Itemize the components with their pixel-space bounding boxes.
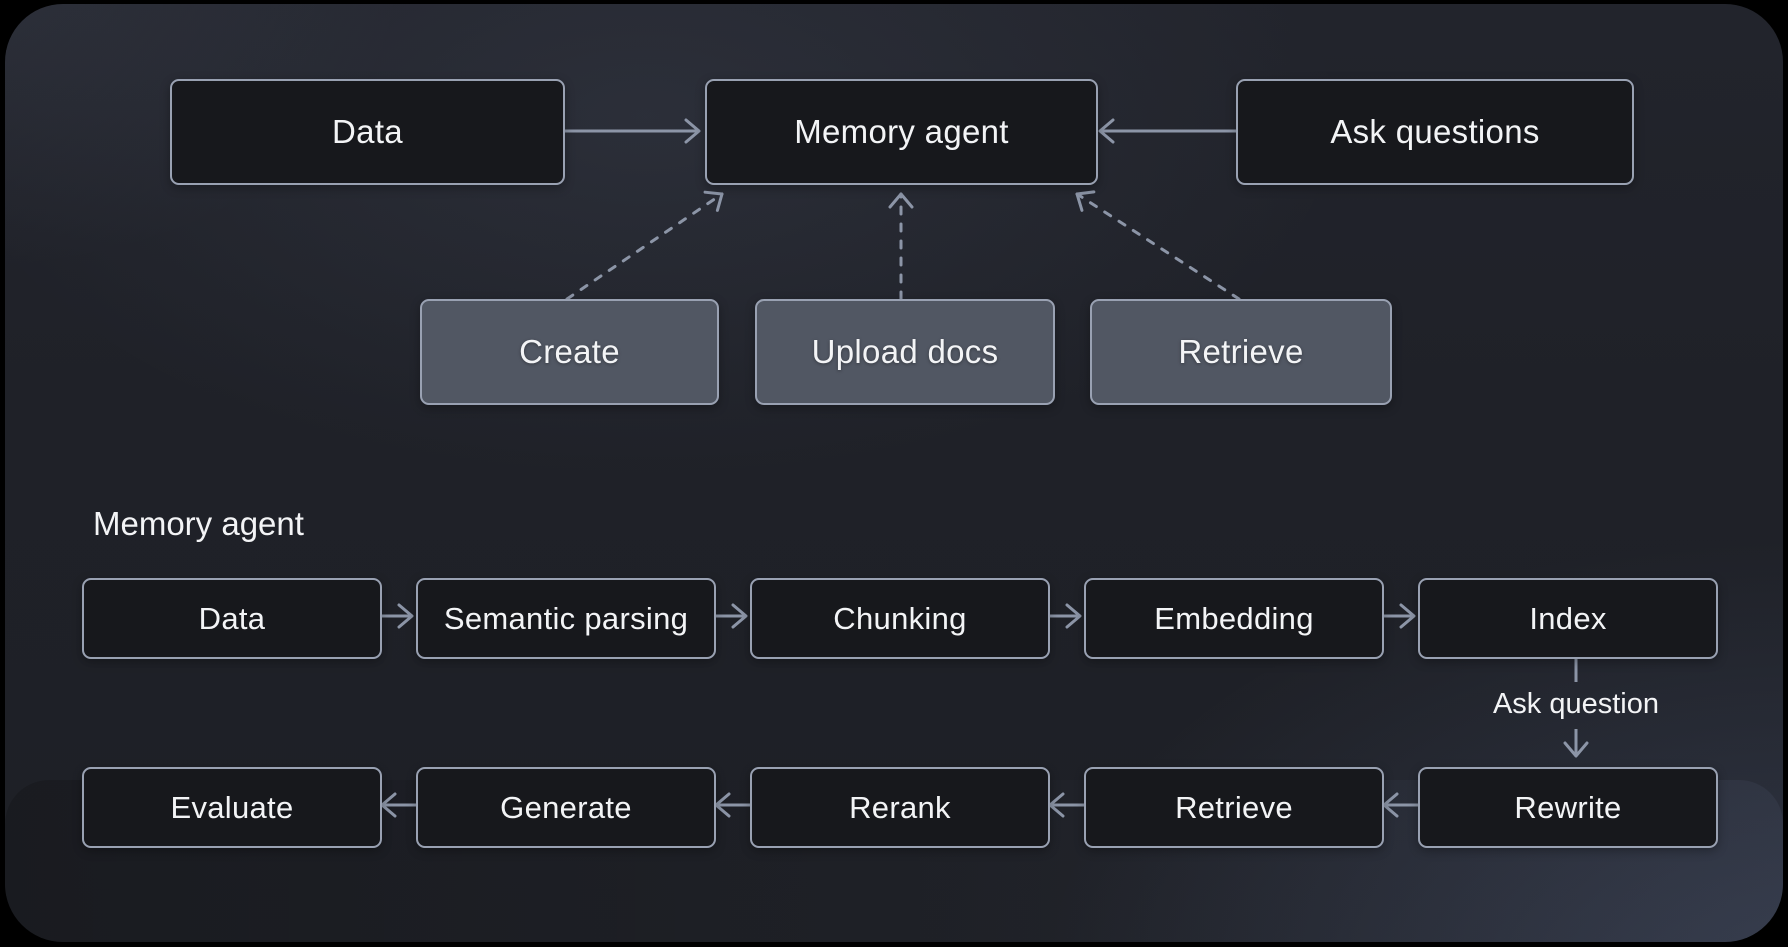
node-data-source: Data [170, 79, 565, 185]
node-upload-docs: Upload docs [755, 299, 1055, 405]
node-ingest-data: Data [82, 578, 382, 659]
pipeline-title: Memory agent [93, 505, 304, 542]
node-embedding: Embedding [1084, 578, 1384, 659]
ask-question-label: Ask question [1492, 688, 1660, 720]
edge-retrieve-to-memory [1075, 190, 1241, 301]
node-create: Create [420, 299, 719, 405]
node-generate: Generate [416, 767, 716, 848]
node-evaluate: Evaluate [82, 767, 382, 848]
node-semantic-parsing: Semantic parsing [416, 578, 716, 659]
node-index: Index [1418, 578, 1718, 659]
node-rewrite: Rewrite [1418, 767, 1718, 848]
node-retrieve-step: Retrieve [1084, 767, 1384, 848]
node-rerank: Rerank [750, 767, 1050, 848]
node-chunking: Chunking [750, 578, 1050, 659]
node-memory-agent: Memory agent [705, 79, 1098, 185]
node-retrieve-action: Retrieve [1090, 299, 1392, 405]
edge-create-to-memory [565, 190, 724, 301]
node-ask-questions: Ask questions [1236, 79, 1634, 185]
diagram-canvas: Data Memory agent Ask questions Create U… [5, 4, 1783, 942]
